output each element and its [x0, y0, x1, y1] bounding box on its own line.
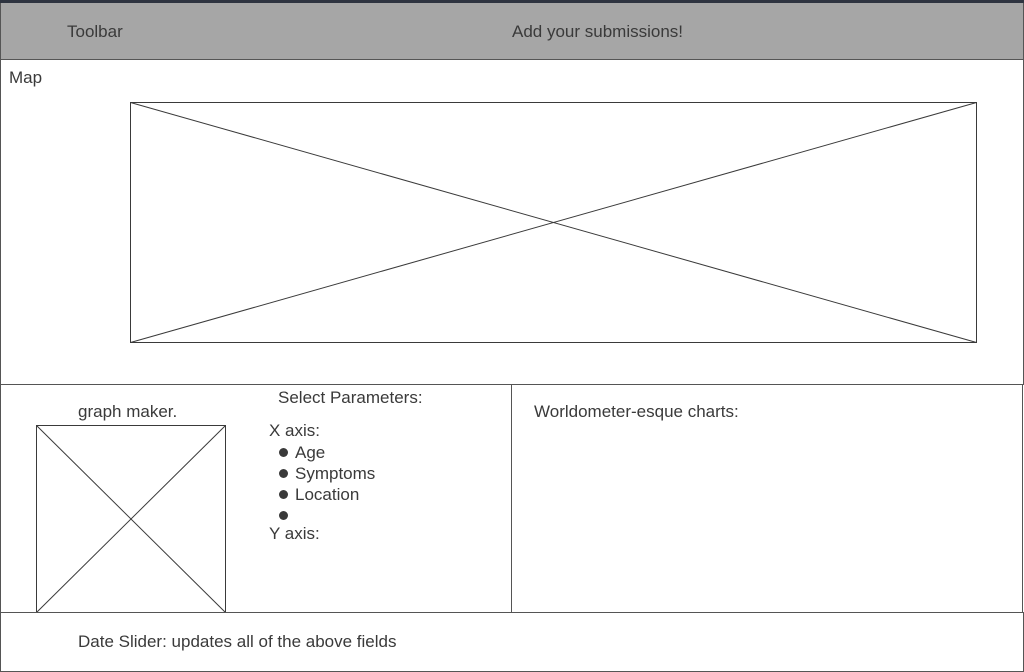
- option-label: Age: [295, 443, 326, 462]
- option-label: Location: [295, 485, 360, 504]
- map-section: Map: [0, 60, 1024, 385]
- bullet-icon: [279, 511, 288, 520]
- charts-section: Worldometer-esque charts:: [512, 385, 1023, 612]
- x-axis-option-age[interactable]: Age: [279, 442, 375, 463]
- option-label: Symptoms: [295, 464, 376, 483]
- charts-label: Worldometer-esque charts:: [534, 402, 739, 421]
- select-parameters-title: Select Parameters:: [278, 388, 423, 407]
- graph-placeholder[interactable]: [36, 425, 226, 613]
- x-axis-option-symptoms[interactable]: Symptoms: [279, 463, 375, 484]
- date-slider-label: Date Slider: updates all of the above fi…: [78, 632, 397, 651]
- bullet-icon: [279, 469, 288, 478]
- x-axis-options-list: Age Symptoms Location: [279, 442, 375, 526]
- bullet-icon: [279, 490, 288, 499]
- x-axis-option-location[interactable]: Location: [279, 484, 375, 505]
- window-top-border: [0, 0, 1024, 3]
- toolbar-label: Toolbar: [67, 22, 123, 41]
- graph-maker-label: graph maker.: [78, 402, 178, 421]
- add-submissions-link[interactable]: Add your submissions!: [512, 22, 684, 41]
- map-label: Map: [9, 68, 43, 87]
- map-placeholder[interactable]: [130, 102, 977, 343]
- bullet-icon: [279, 448, 288, 457]
- y-axis-label: Y axis:: [269, 524, 320, 543]
- date-slider-section[interactable]: Date Slider: updates all of the above fi…: [0, 612, 1024, 672]
- x-axis-label: X axis:: [269, 421, 321, 440]
- graph-maker-section: graph maker. Select Parameters: X axis: …: [0, 385, 512, 613]
- toolbar: Toolbar Add your submissions!: [0, 3, 1024, 60]
- x-axis-option-empty[interactable]: [279, 505, 375, 526]
